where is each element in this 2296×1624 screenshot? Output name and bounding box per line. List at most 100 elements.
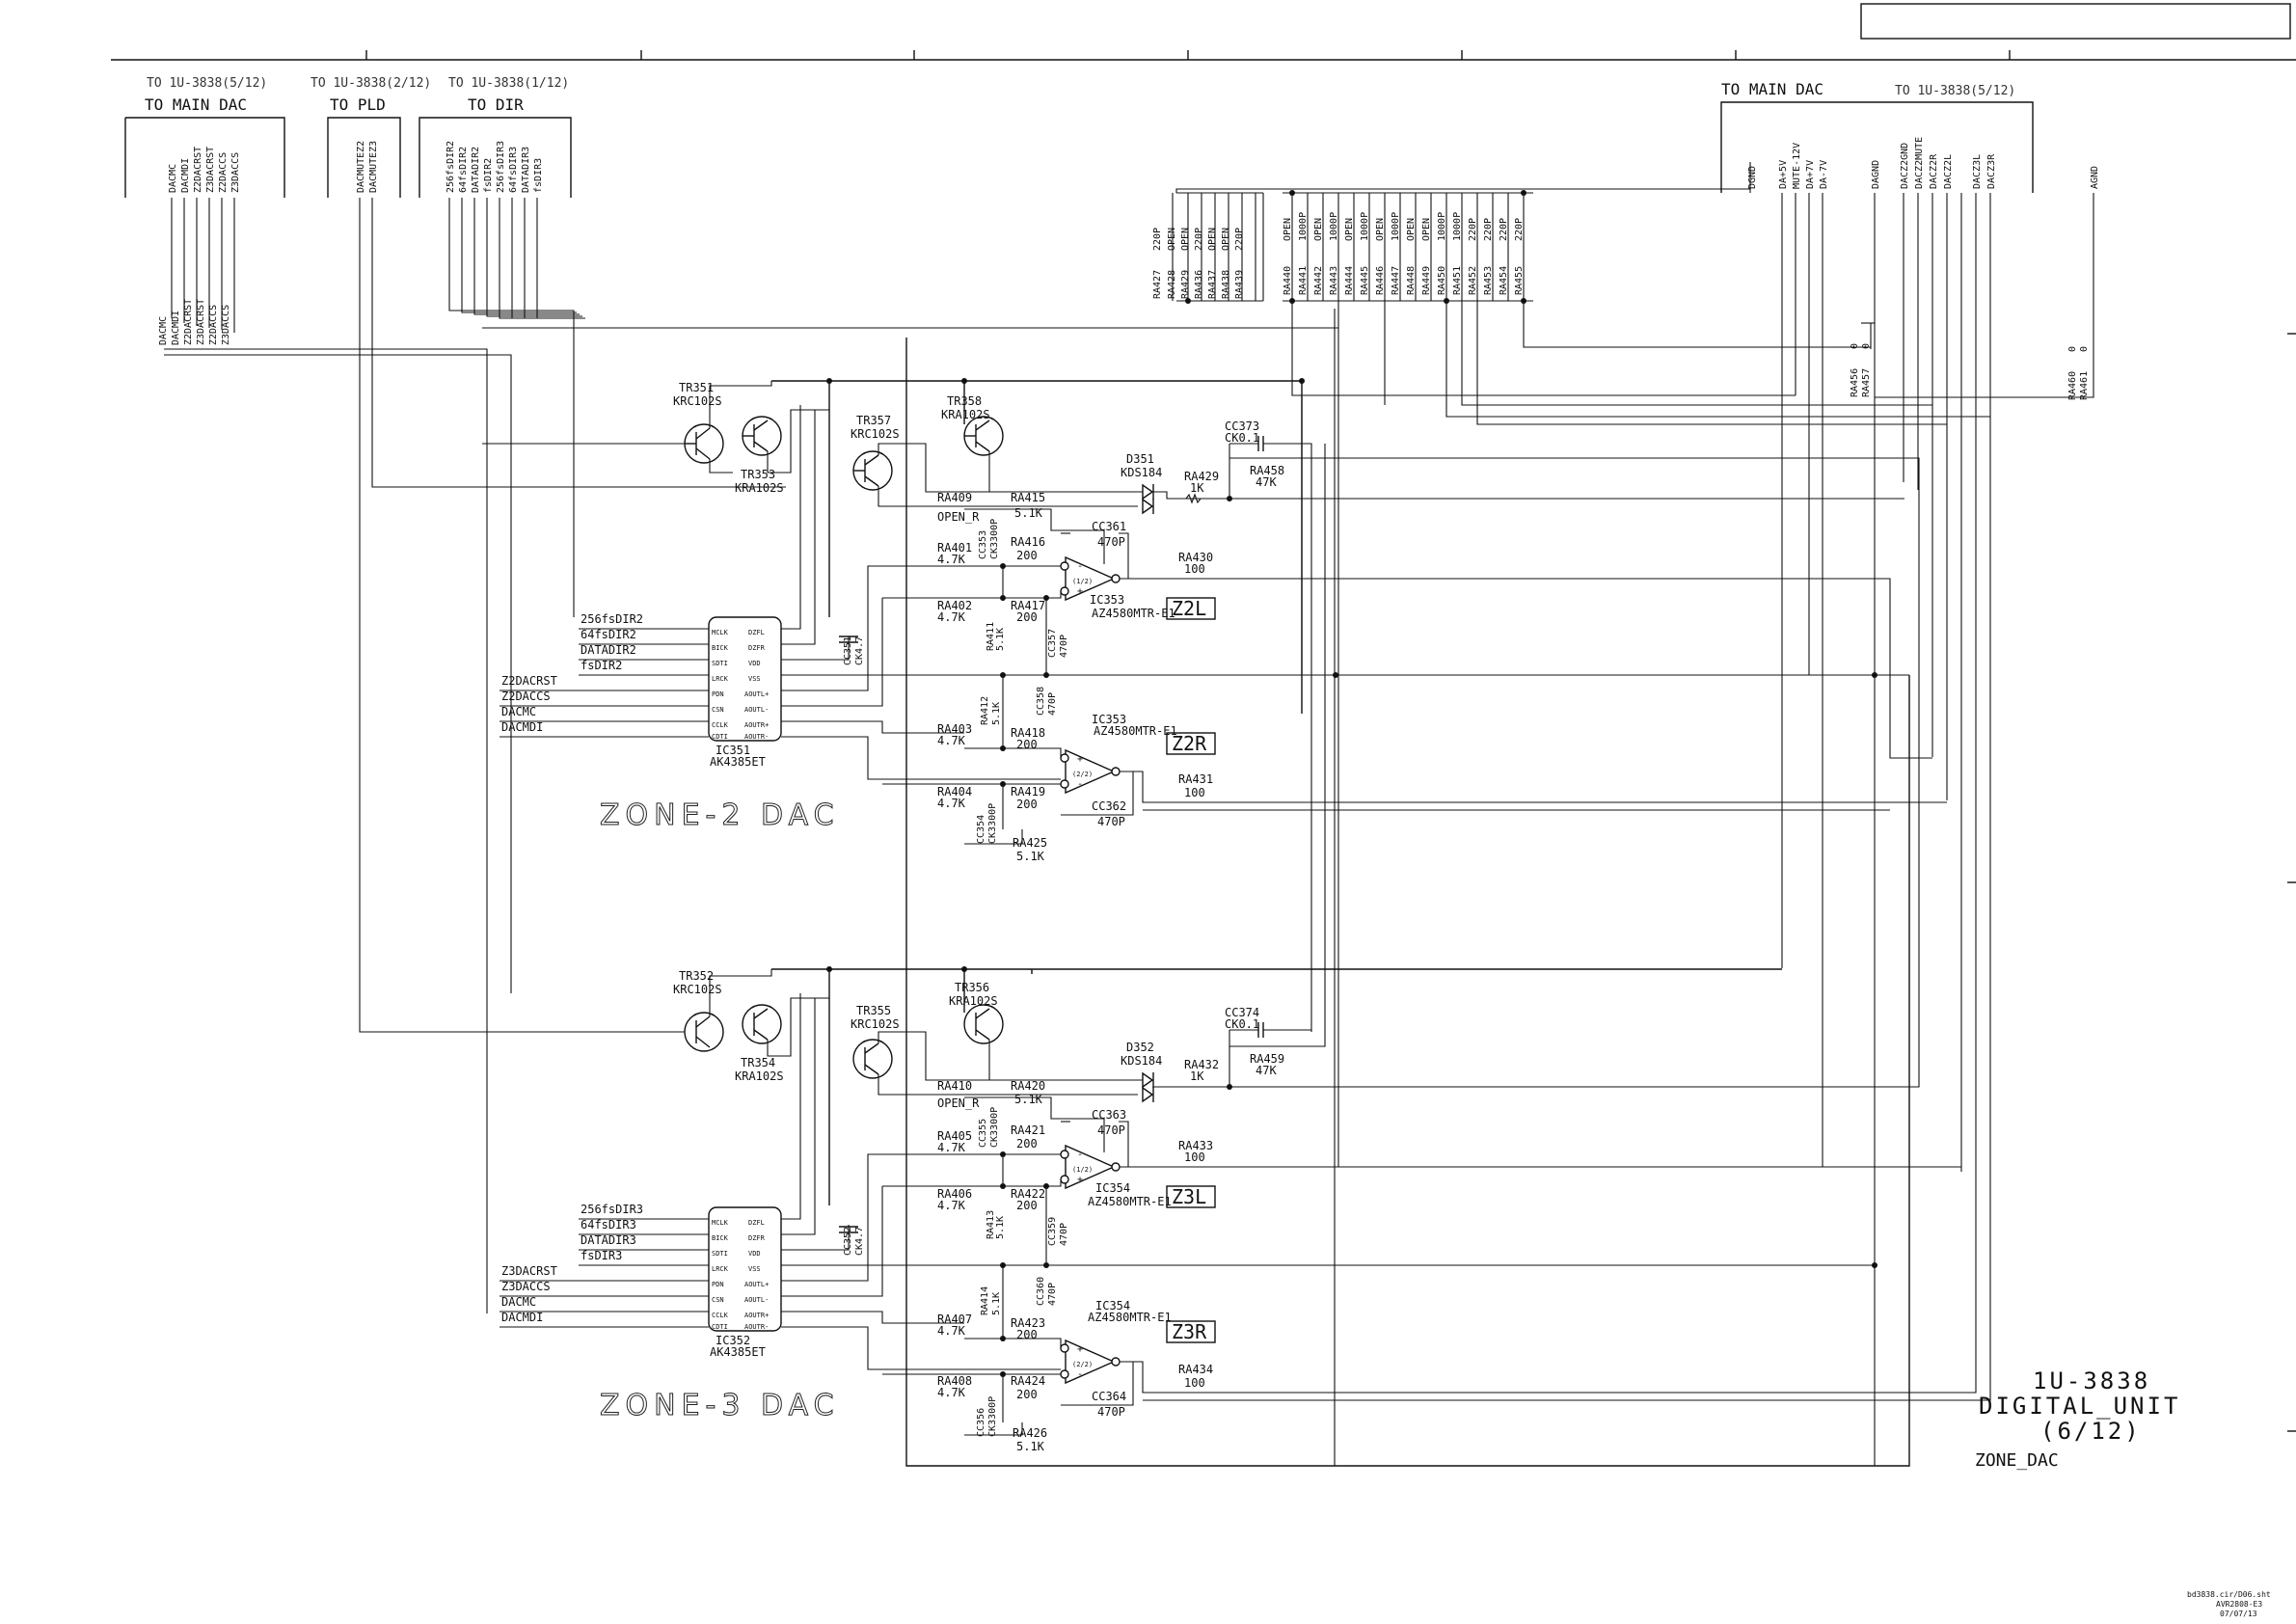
ic352-dac: MCLK BICK SDTI LRCK PDN CSN CCLK CDTI DZ… — [708, 1206, 782, 1359]
svg-text:DACMC: DACMC — [501, 1295, 536, 1309]
footer-file: bd3838.cir/D06.sht — [2187, 1590, 2271, 1599]
svg-text:1000P: 1000P — [1437, 212, 1447, 241]
svg-text:RA461: RA461 — [2079, 371, 2090, 400]
svg-text:470P: 470P — [1097, 535, 1125, 549]
svg-text:CK3300P: CK3300P — [989, 1107, 1000, 1148]
svg-text:CC359: CC359 — [1047, 1217, 1058, 1246]
svg-text:RA425: RA425 — [1013, 836, 1047, 850]
svg-text:TR358: TR358 — [947, 394, 982, 408]
rc-bank-b: RA440 OPEN RA441 1000P RA442 OPEN RA443 … — [1175, 166, 1990, 1466]
svg-text:(2/2): (2/2) — [1072, 1361, 1093, 1368]
svg-text:RA422: RA422 — [1011, 1187, 1045, 1201]
svg-text:BICK: BICK — [712, 1234, 729, 1242]
svg-text:CCLK: CCLK — [712, 721, 729, 729]
svg-text:AOUTL-: AOUTL- — [744, 1296, 769, 1304]
svg-text:DA+7V: DA+7V — [1805, 160, 1816, 189]
svg-text:AOUTL-: AOUTL- — [744, 706, 769, 714]
svg-text:OPEN: OPEN — [1167, 228, 1177, 251]
svg-text:CK3300P: CK3300P — [989, 519, 1000, 559]
cc361: CC361 470P — [1061, 520, 1129, 579]
svg-text:RA401: RA401 — [937, 541, 972, 555]
header-ref-dir: TO 1U-3838(1/12) — [448, 76, 569, 91]
svg-text:OPEN: OPEN — [1421, 218, 1432, 241]
svg-text:CC374: CC374 — [1225, 1006, 1259, 1019]
svg-text:DA+5V: DA+5V — [1778, 160, 1789, 189]
svg-text:OPEN: OPEN — [1406, 218, 1417, 241]
svg-text:220P: 220P — [1152, 228, 1163, 251]
svg-text:RA452: RA452 — [1468, 266, 1478, 295]
svg-text:RA441: RA441 — [1298, 266, 1309, 295]
svg-text:DATADIR3: DATADIR3 — [581, 1233, 636, 1247]
svg-text:100: 100 — [1184, 562, 1205, 576]
svg-text:KRA102S: KRA102S — [735, 481, 784, 495]
svg-text:+: + — [1077, 754, 1083, 765]
svg-text:TR354: TR354 — [741, 1056, 775, 1069]
svg-text:64fsDIR2: 64fsDIR2 — [458, 147, 469, 193]
svg-text:5.1K: 5.1K — [1014, 1093, 1043, 1106]
header-pld: TO PLD — [330, 95, 386, 114]
svg-text:TR352: TR352 — [679, 969, 714, 983]
svg-text:RA406: RA406 — [937, 1187, 972, 1201]
svg-text:RA414: RA414 — [980, 1286, 990, 1315]
svg-text:100: 100 — [1184, 1376, 1205, 1390]
svg-text:4.7K: 4.7K — [937, 797, 966, 810]
cc374: CC374 CK0.1 — [1225, 1006, 1311, 1087]
svg-text:RA460: RA460 — [2067, 371, 2078, 400]
header-right-main-dac: TO MAIN DAC — [1721, 80, 1823, 98]
left-main-dac-signals: DACMC DACMDI Z2DACRST Z3DACRST Z2DACCS Z… — [158, 147, 241, 345]
svg-text:LRCK: LRCK — [712, 675, 729, 683]
svg-text:Z3L: Z3L — [1172, 1185, 1206, 1208]
svg-text:AK4385ET: AK4385ET — [710, 1345, 766, 1359]
svg-text:CCLK: CCLK — [712, 1312, 729, 1319]
svg-text:-: - — [1077, 779, 1083, 790]
svg-text:RA454: RA454 — [1499, 266, 1509, 295]
dir-signals: 256fsDIR2 64fsDIR2 DATADIR2 fsDIR2 256fs… — [446, 141, 544, 193]
sheet-number: (6/12) — [2040, 1418, 2142, 1445]
svg-text:AOUTL+: AOUTL+ — [744, 1281, 769, 1288]
svg-text:RA405: RA405 — [937, 1129, 972, 1143]
svg-text:DACMC: DACMC — [168, 164, 178, 193]
svg-text:RA413: RA413 — [986, 1210, 996, 1239]
svg-text:DACMDI: DACMDI — [180, 158, 191, 193]
svg-text:Z3DACCS: Z3DACCS — [230, 152, 241, 193]
svg-text:fsDIR3: fsDIR3 — [533, 158, 544, 193]
svg-text:VSS: VSS — [748, 675, 761, 683]
svg-text:RA456: RA456 — [1850, 368, 1860, 397]
svg-text:RA459: RA459 — [1250, 1052, 1284, 1066]
zone3-circuit: TR352 KRC102S TR354 KRA102S TR355 KRC102… — [500, 444, 1991, 1453]
d351: D351 KDS184 — [1121, 452, 1162, 515]
svg-text:RA446: RA446 — [1375, 266, 1386, 295]
svg-text:OPEN_R: OPEN_R — [937, 1096, 980, 1110]
svg-text:PDN: PDN — [712, 690, 724, 698]
svg-text:OPEN: OPEN — [1313, 218, 1324, 241]
svg-text:CK0.1: CK0.1 — [1225, 1017, 1259, 1031]
svg-text:IC353: IC353 — [1090, 593, 1124, 607]
unit-name: DIGITAL_UNIT — [1979, 1393, 2180, 1420]
svg-text:DACMDI: DACMDI — [171, 311, 181, 345]
svg-text:4.7K: 4.7K — [937, 1386, 966, 1399]
svg-text:AOUTR-: AOUTR- — [744, 733, 769, 741]
svg-text:RA431: RA431 — [1178, 772, 1213, 786]
svg-text:AZ4580MTR-E1: AZ4580MTR-E1 — [1088, 1195, 1172, 1208]
cc373: CC373 CK0.1 — [1225, 420, 1312, 1032]
svg-text:+: + — [1077, 586, 1083, 597]
svg-text:200: 200 — [1016, 798, 1038, 811]
svg-text:CC353: CC353 — [978, 530, 988, 559]
ic353-opamp-2: + - (2/2) IC353 AZ4580MTR-E1 — [1060, 713, 1177, 795]
svg-text:64fsDIR3: 64fsDIR3 — [581, 1218, 636, 1232]
svg-text:RA421: RA421 — [1011, 1123, 1045, 1137]
header-ref-left-main-dac: TO 1U-3838(5/12) — [147, 76, 267, 91]
svg-text:OPEN_R: OPEN_R — [937, 510, 980, 524]
svg-text:4.7K: 4.7K — [937, 1324, 966, 1338]
svg-text:RA433: RA433 — [1178, 1139, 1213, 1152]
svg-text:1000P: 1000P — [1452, 212, 1463, 241]
svg-text:DACMUTEZ2: DACMUTEZ2 — [356, 141, 366, 193]
svg-text:RA436: RA436 — [1194, 270, 1204, 299]
rc-bank-a: RA427 220P RA428 OPEN RA429 OPEN RA436 2… — [1152, 192, 1263, 302]
drawing-frame — [111, 3, 2296, 1432]
svg-text:KDS184: KDS184 — [1121, 466, 1162, 479]
svg-text:RA402: RA402 — [937, 599, 972, 612]
svg-text:MCLK: MCLK — [712, 1219, 729, 1227]
svg-text:CC357: CC357 — [1047, 629, 1058, 658]
